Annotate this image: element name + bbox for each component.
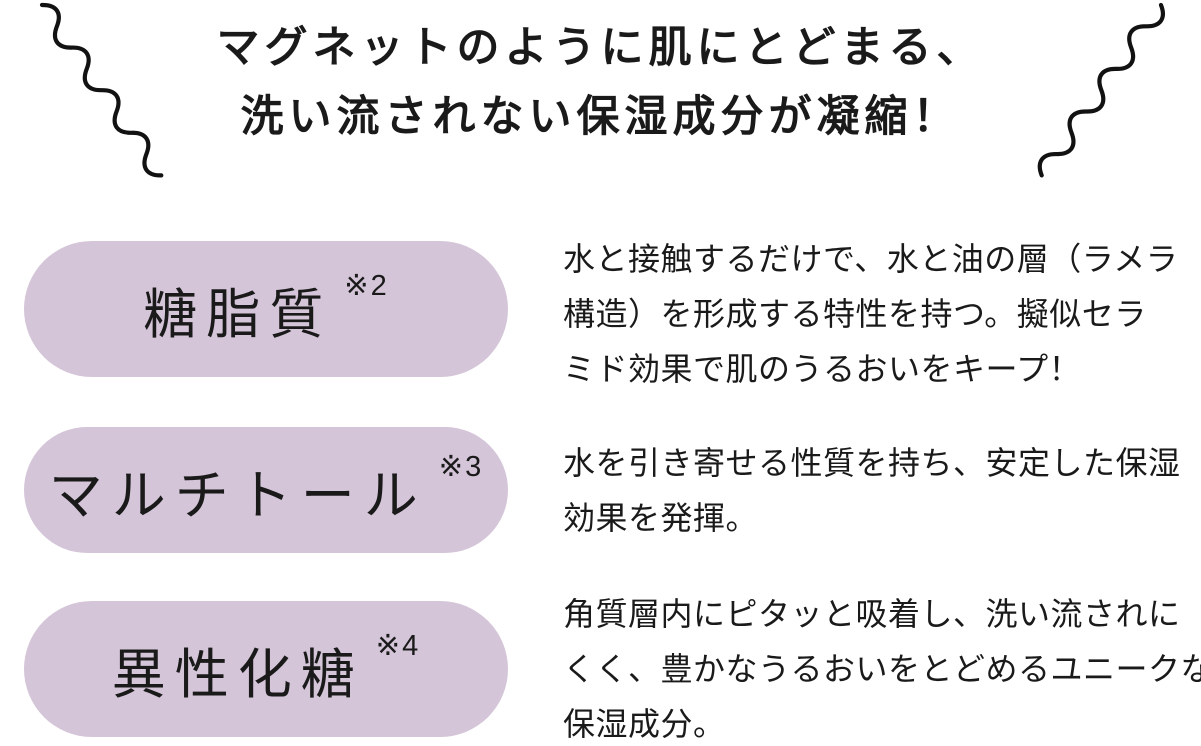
ingredient-pill-maltitol: マルチトール ※3	[24, 427, 508, 553]
ingredient-pill-isomerized-sugar: 異性化糖 ※4	[24, 601, 508, 737]
ingredient-description: 水を引き寄せる性質を持ち、安定した保湿 効果を発揮。	[563, 445, 1181, 536]
headline-line-1: マグネットのように肌にとどまる、	[216, 24, 985, 72]
ingredient-description: 水と接触するだけで、水と油の層（ラメラ 構造）を形成する特性を持つ。擬似セラ ミ…	[563, 241, 1179, 387]
ingredient-name: マルチトール	[48, 465, 427, 526]
ingredient-footnote-marker: ※2	[344, 269, 389, 302]
right-wavy-line-icon	[1037, 2, 1165, 178]
headline-line-2: 洗い流されない保湿成分が凝縮！	[240, 93, 961, 141]
ingredient-footnote-marker: ※3	[438, 450, 484, 483]
ingredient-name: 異性化糖	[111, 644, 364, 705]
page-title: マグネットのように肌にとどまる、 洗い流されない保湿成分が凝縮！	[0, 14, 1201, 152]
ingredient-pill-glycolipid: 糖脂質 ※2	[24, 241, 508, 377]
left-wavy-line-icon	[39, 2, 164, 178]
ingredient-footnote-marker: ※4	[375, 629, 421, 662]
ingredient-description: 角質層内にピタッと吸着し、洗い流されに くく、豊かなうるおいをとどめるユニークな…	[563, 596, 1201, 742]
ingredient-name: 糖脂質	[143, 284, 333, 345]
